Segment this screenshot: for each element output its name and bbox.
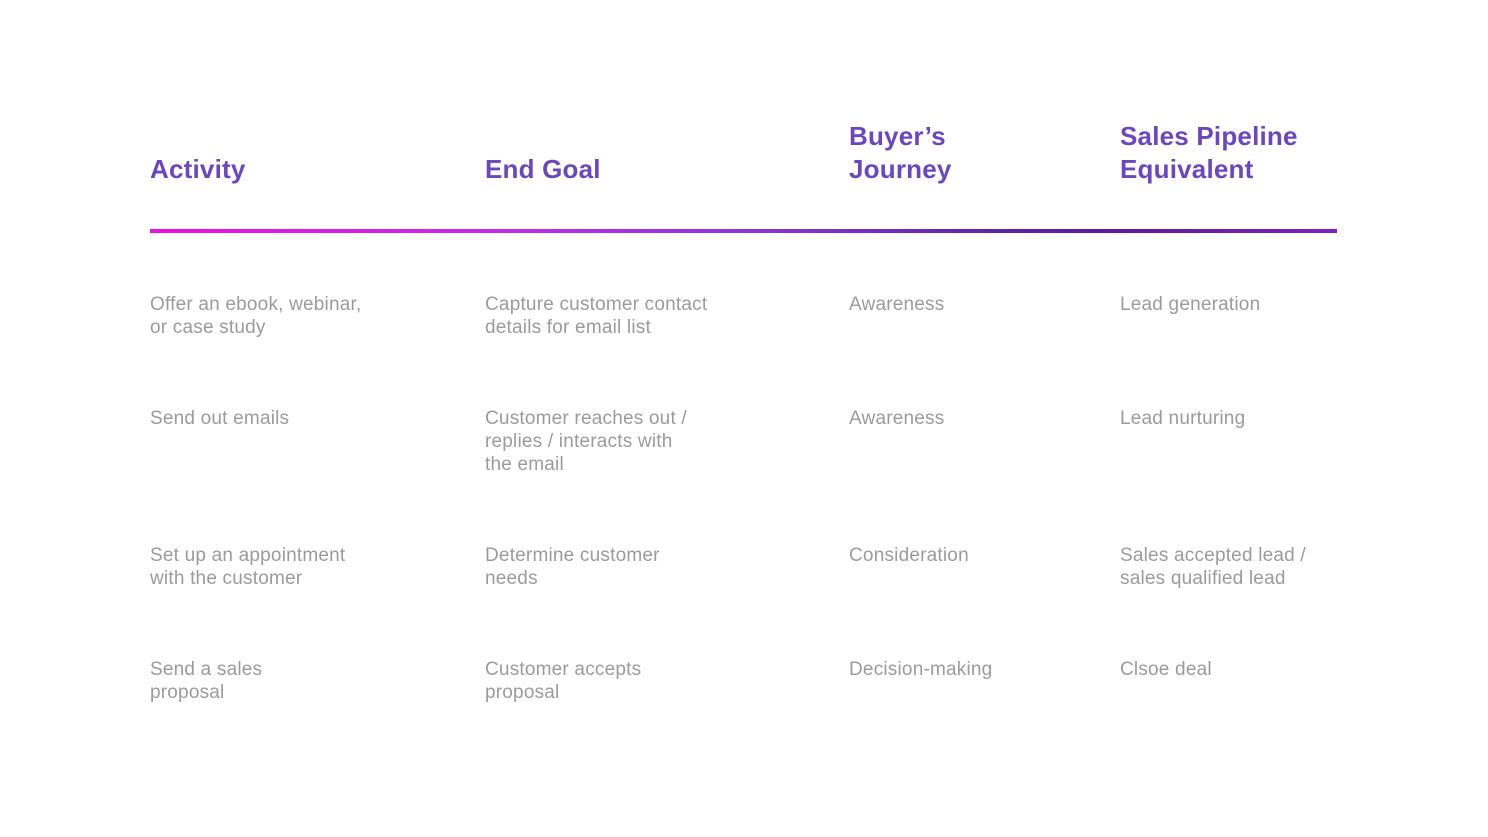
cell-end-goal: Customer reaches out / replies / interac… <box>485 408 687 475</box>
cell-activity: Set up an appointment with the customer <box>150 545 346 589</box>
table-row: Send out emails Customer reaches out / r… <box>150 407 1337 476</box>
table-row: Set up an appointment with the customer … <box>150 544 1337 590</box>
cell-activity: Send a sales proposal <box>150 659 263 703</box>
cell-buyers-journey: Consideration <box>849 545 969 566</box>
column-header-buyers-journey: Buyer’s Journey <box>849 121 952 184</box>
column-header-activity: Activity <box>150 154 246 184</box>
cell-end-goal: Customer accepts proposal <box>485 659 642 703</box>
cell-sales-pipeline-equivalent: Sales accepted lead / sales qualified le… <box>1120 545 1306 589</box>
cell-buyers-journey: Decision-making <box>849 659 993 680</box>
sales-pipeline-table: Activity End Goal Buyer’s Journey Sales … <box>150 0 1337 772</box>
cell-activity: Offer an ebook, webinar, or case study <box>150 294 362 338</box>
table-header-row: Activity End Goal Buyer’s Journey Sales … <box>150 120 1337 186</box>
cell-end-goal: Capture customer contact details for ema… <box>485 294 708 338</box>
table-row: Offer an ebook, webinar, or case study C… <box>150 293 1337 339</box>
gradient-divider <box>150 229 1337 233</box>
cell-end-goal: Determine customer needs <box>485 545 660 589</box>
cell-sales-pipeline-equivalent: Lead nurturing <box>1120 408 1246 429</box>
cell-activity: Send out emails <box>150 408 290 429</box>
column-header-sales-pipeline-equivalent: Sales Pipeline Equivalent <box>1120 121 1298 184</box>
cell-buyers-journey: Awareness <box>849 294 945 315</box>
table-body: Offer an ebook, webinar, or case study C… <box>150 293 1337 704</box>
cell-buyers-journey: Awareness <box>849 408 945 429</box>
table-row: Send a sales proposal Customer accepts p… <box>150 658 1337 704</box>
cell-sales-pipeline-equivalent: Lead generation <box>1120 294 1261 315</box>
column-header-end-goal: End Goal <box>485 154 601 184</box>
cell-sales-pipeline-equivalent: Clsoe deal <box>1120 659 1212 680</box>
